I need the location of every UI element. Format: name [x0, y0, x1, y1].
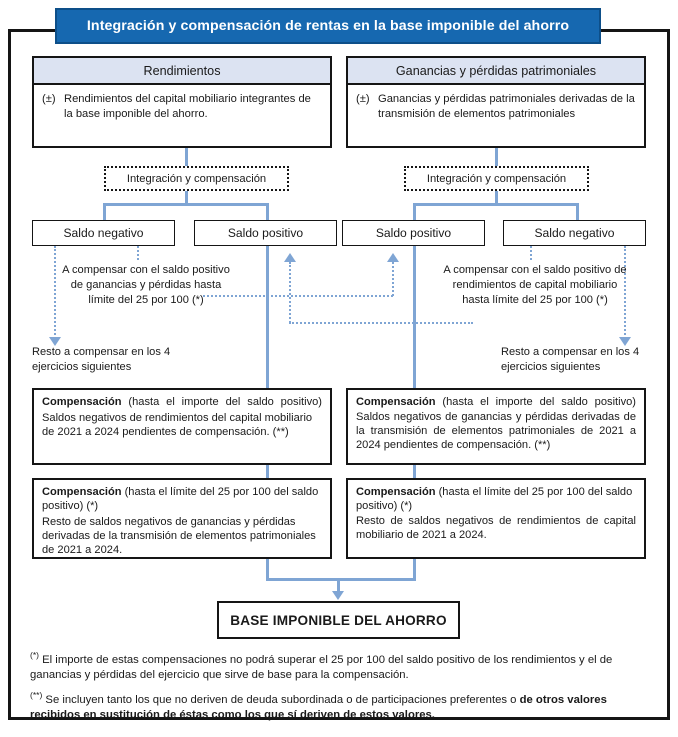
connector-right-header-to-process: [495, 148, 498, 166]
plus-minus-symbol: (±): [42, 93, 56, 105]
compensacion-right-1-lead: Compensación (hasta el importe del saldo…: [356, 396, 636, 410]
saldo-left-positivo: Saldo positivo: [194, 220, 337, 246]
saldo-left-negativo-label: Saldo negativo: [63, 226, 144, 240]
saldo-right-positivo-label: Saldo positivo: [375, 226, 452, 240]
compensacion-left-2-lead-bold: Compensación: [42, 486, 122, 498]
footnote-2-marker: (**): [30, 690, 43, 701]
connector-left-comp2-to-base: [266, 559, 269, 581]
compensacion-left-2-lead: Compensación (hasta el límite del 25 por…: [42, 486, 322, 514]
connector-left-header-to-process: [185, 148, 188, 166]
base-imponible-box: BASE IMPONIBLE DEL AHORRO: [217, 601, 460, 639]
arrow-up-left-positivo: [284, 253, 296, 262]
base-imponible-label: BASE IMPONIBLE DEL AHORRO: [230, 612, 447, 628]
connector-right-comp2-to-base: [413, 559, 416, 581]
saldo-left-positivo-label: Saldo positivo: [227, 226, 304, 240]
panel-rendimientos-body: (±) Rendimientos del capital mobiliario …: [34, 85, 330, 129]
compensacion-right-2-lead-rest: (hasta el límite del 25 por 100 del sald…: [356, 486, 633, 512]
connector-base-stem: [337, 578, 340, 592]
panel-ganancias: Ganancias y pérdidas patrimoniales (±) G…: [346, 56, 646, 148]
dotted-crossover-upper: [203, 295, 393, 297]
footnote-1-text: El importe de estas compensaciones no po…: [30, 653, 613, 681]
connector-right-positivo-trunk: [413, 246, 416, 388]
panel-ganancias-description: Ganancias y pérdidas patrimoniales deriv…: [378, 93, 635, 120]
panel-ganancias-body: (±) Ganancias y pérdidas patrimoniales d…: [348, 85, 644, 129]
dotted-right-negativo-stub: [530, 246, 532, 260]
compensacion-left-1-lead-bold: Compensación: [42, 396, 122, 408]
compensacion-right-2-lead: Compensación (hasta el límite del 25 por…: [356, 486, 636, 514]
footnote-1: (*) El importe de estas compensaciones n…: [30, 650, 652, 683]
compensacion-right-1-body: Saldos negativos de ganancias y pérdidas…: [356, 410, 636, 451]
connector-left-drop-negativo: [103, 203, 106, 220]
compensacion-left-1-lead-rest: (hasta el importe del saldo positivo): [121, 396, 322, 408]
arrow-left-resto: [49, 337, 61, 346]
connector-right-comp1-to-comp2: [413, 465, 416, 478]
plus-minus-symbol: (±): [356, 93, 370, 105]
compensacion-left-1-lead: Compensación (hasta el importe del saldo…: [42, 396, 322, 410]
compensacion-left-2: Compensación (hasta el límite del 25 por…: [32, 478, 332, 559]
saldo-left-negativo: Saldo negativo: [32, 220, 175, 246]
compensacion-right-2-lead-bold: Compensación: [356, 486, 436, 498]
diagram-title: Integración y compensación de rentas en …: [55, 8, 601, 44]
saldo-right-positivo: Saldo positivo: [342, 220, 485, 246]
connector-left-process-stem: [185, 191, 188, 203]
connector-left-positivo-trunk: [266, 246, 269, 388]
connector-right-drop-positivo: [413, 203, 416, 220]
process-right-label: Integración y compensación: [426, 172, 567, 185]
process-left-label: Integración y compensación: [126, 172, 267, 185]
annotation-left-compensar: A compensar con el saldo positivo de gan…: [62, 264, 230, 306]
connector-right-process-stem: [495, 191, 498, 203]
connector-left-distributor: [103, 203, 269, 206]
panel-rendimientos-title: Rendimientos: [34, 58, 330, 85]
saldo-right-negativo-label: Saldo negativo: [534, 226, 615, 240]
connector-left-comp1-to-comp2: [266, 465, 269, 478]
compensacion-right-2: Compensación (hasta el límite del 25 por…: [346, 478, 646, 559]
compensacion-right-2-body: Resto de saldos negativos de rendimiento…: [356, 514, 636, 541]
dotted-left-negativo-to-resto: [54, 246, 56, 339]
panel-ganancias-title: Ganancias y pérdidas patrimoniales: [348, 58, 644, 85]
arrow-to-base-imponible: [332, 591, 344, 600]
footnote-2-text-normal: Se incluyen tanto los que no deriven de …: [42, 693, 520, 706]
footnotes: (*) El importe de estas compensaciones n…: [30, 650, 652, 730]
compensacion-left-1-body: Saldos negativos de rendimientos del cap…: [42, 411, 313, 438]
annotation-left-resto: Resto a compensar en los 4 ejercicios si…: [32, 346, 171, 373]
dotted-crossover-lower: [289, 322, 473, 324]
panel-rendimientos-description: Rendimientos del capital mobiliario inte…: [64, 93, 311, 120]
annotation-right-resto: Resto a compensar en los 4 ejercicios si…: [501, 346, 640, 373]
footnote-1-marker: (*): [30, 650, 39, 660]
compensacion-left-2-lead-rest: (hasta el límite del 25 por 100 del sald…: [42, 486, 319, 512]
dotted-left-negativo-stub: [137, 246, 139, 260]
connector-right-drop-negativo: [576, 203, 579, 220]
arrow-right-resto: [619, 337, 631, 346]
compensacion-left-1: Compensación (hasta el importe del saldo…: [32, 388, 332, 465]
annotation-right-compensar: A compensar con el saldo positivo de ren…: [443, 264, 627, 306]
process-left-integracion: Integración y compensación: [104, 166, 289, 191]
panel-rendimientos: Rendimientos (±) Rendimientos del capita…: [32, 56, 332, 148]
compensacion-right-1: Compensación (hasta el importe del saldo…: [346, 388, 646, 465]
compensacion-right-1-lead-bold: Compensación: [356, 396, 436, 408]
footnote-2: (**) Se incluyen tanto los que no derive…: [30, 690, 652, 723]
compensacion-left-2-body: Resto de saldos negativos de ganancias y…: [42, 515, 316, 556]
connector-base-merge-bar: [266, 578, 416, 581]
compensacion-right-1-lead-rest: (hasta el importe del saldo positivo): [435, 396, 636, 408]
dotted-crossover-lower-riser: [289, 262, 291, 323]
arrow-up-right-positivo: [387, 253, 399, 262]
dotted-right-negativo-to-resto: [624, 246, 626, 339]
footnote-2-text-bold: de otros valores recibidos en sustitució…: [30, 693, 607, 721]
connector-left-drop-positivo: [266, 203, 269, 220]
process-right-integracion: Integración y compensación: [404, 166, 589, 191]
connector-right-distributor: [413, 203, 579, 206]
dotted-crossover-upper-riser: [392, 262, 394, 296]
saldo-right-negativo: Saldo negativo: [503, 220, 646, 246]
